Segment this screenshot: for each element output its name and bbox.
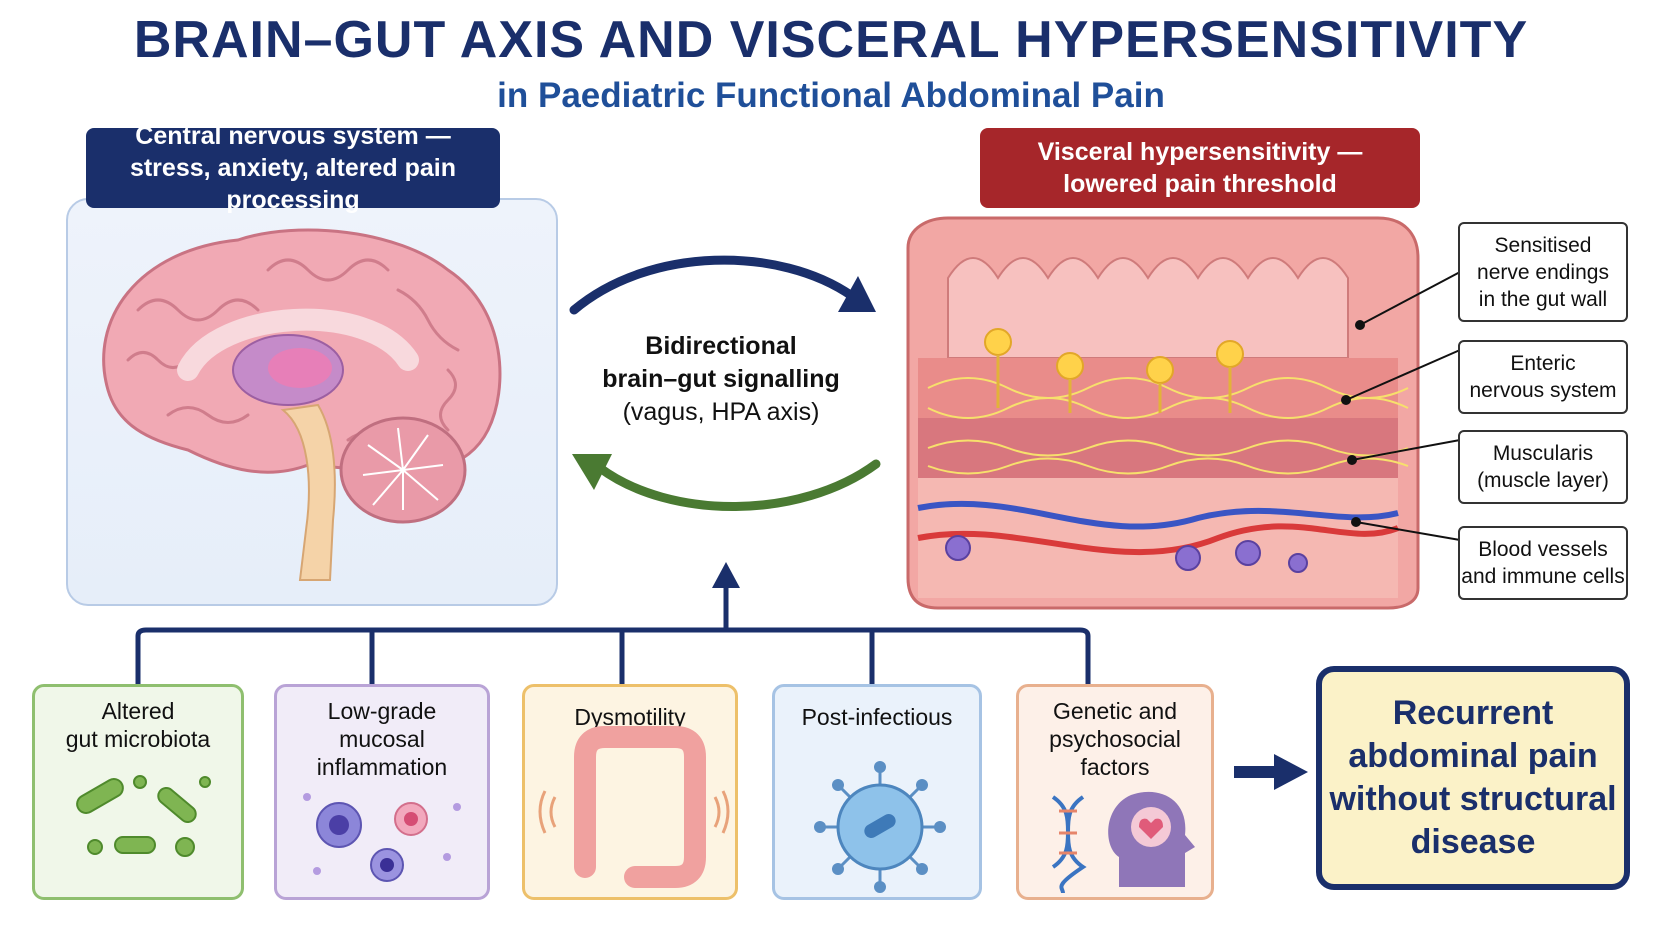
page-subtitle: in Paediatric Functional Abdominal Pain	[0, 76, 1662, 116]
callout-pointers	[1340, 250, 1470, 580]
visceral-header-line1: Visceral hypersensitivity —	[980, 136, 1420, 168]
outcome-box: Recurrent abdominal pain without structu…	[1316, 666, 1630, 890]
cns-header-line2: stress, anxiety, altered pain processing	[86, 152, 500, 216]
arrow-brain-to-gut	[574, 260, 852, 310]
factor-post-infectious: Post-infectious	[772, 684, 982, 900]
callout-label: Enteric nervous system	[1460, 350, 1626, 404]
cns-header-line1: Central nervous system —	[86, 120, 500, 152]
signalling-label: Bidirectional brain–gut signalling (vagu…	[586, 330, 856, 429]
callout-label: Sensitised nerve endings in the gut wall	[1460, 232, 1626, 313]
factor-mucosal-inflammation: Low-grade mucosal inflammation	[274, 684, 490, 900]
outcome-label: Recurrent abdominal pain without structu…	[1329, 692, 1616, 864]
callout-label: Blood vessels and immune cells	[1460, 536, 1626, 590]
brain-illustration	[68, 200, 556, 604]
arrow-gut-to-brain	[600, 464, 876, 507]
visceral-header: Visceral hypersensitivity — lowered pain…	[980, 128, 1420, 208]
callout-enteric-nervous-system: Enteric nervous system	[1458, 340, 1628, 414]
visceral-header-line2: lowered pain threshold	[980, 168, 1420, 200]
arrow-to-outcome-icon	[1234, 752, 1308, 792]
callout-label: Muscularis (muscle layer)	[1460, 440, 1626, 494]
virus-icon	[775, 687, 985, 903]
bacteria-icon	[35, 687, 247, 903]
immune-cells-icon	[277, 687, 493, 903]
signalling-line3: (vagus, HPA axis)	[623, 398, 820, 426]
callout-blood-vessels: Blood vessels and immune cells	[1458, 526, 1628, 600]
factor-connector	[120, 560, 1110, 690]
brain-panel	[66, 198, 558, 606]
callout-muscularis: Muscularis (muscle layer)	[1458, 430, 1628, 504]
colon-icon	[525, 687, 741, 903]
factor-genetic-psychosocial: Genetic and psychosocial factors	[1016, 684, 1214, 900]
arrow-up-icon	[712, 562, 740, 588]
dna-and-mind-icon	[1019, 687, 1217, 903]
signalling-line1: Bidirectional	[586, 330, 856, 363]
signalling-line2: brain–gut signalling	[586, 363, 856, 396]
page-title: BRAIN–GUT AXIS AND VISCERAL HYPERSENSITI…	[0, 10, 1662, 70]
cns-header: Central nervous system — stress, anxiety…	[86, 128, 500, 208]
factor-gut-microbiota: Altered gut microbiota	[32, 684, 244, 900]
factor-dysmotility: Dysmotility	[522, 684, 738, 900]
callout-sensitised-nerve-endings: Sensitised nerve endings in the gut wall	[1458, 222, 1628, 322]
